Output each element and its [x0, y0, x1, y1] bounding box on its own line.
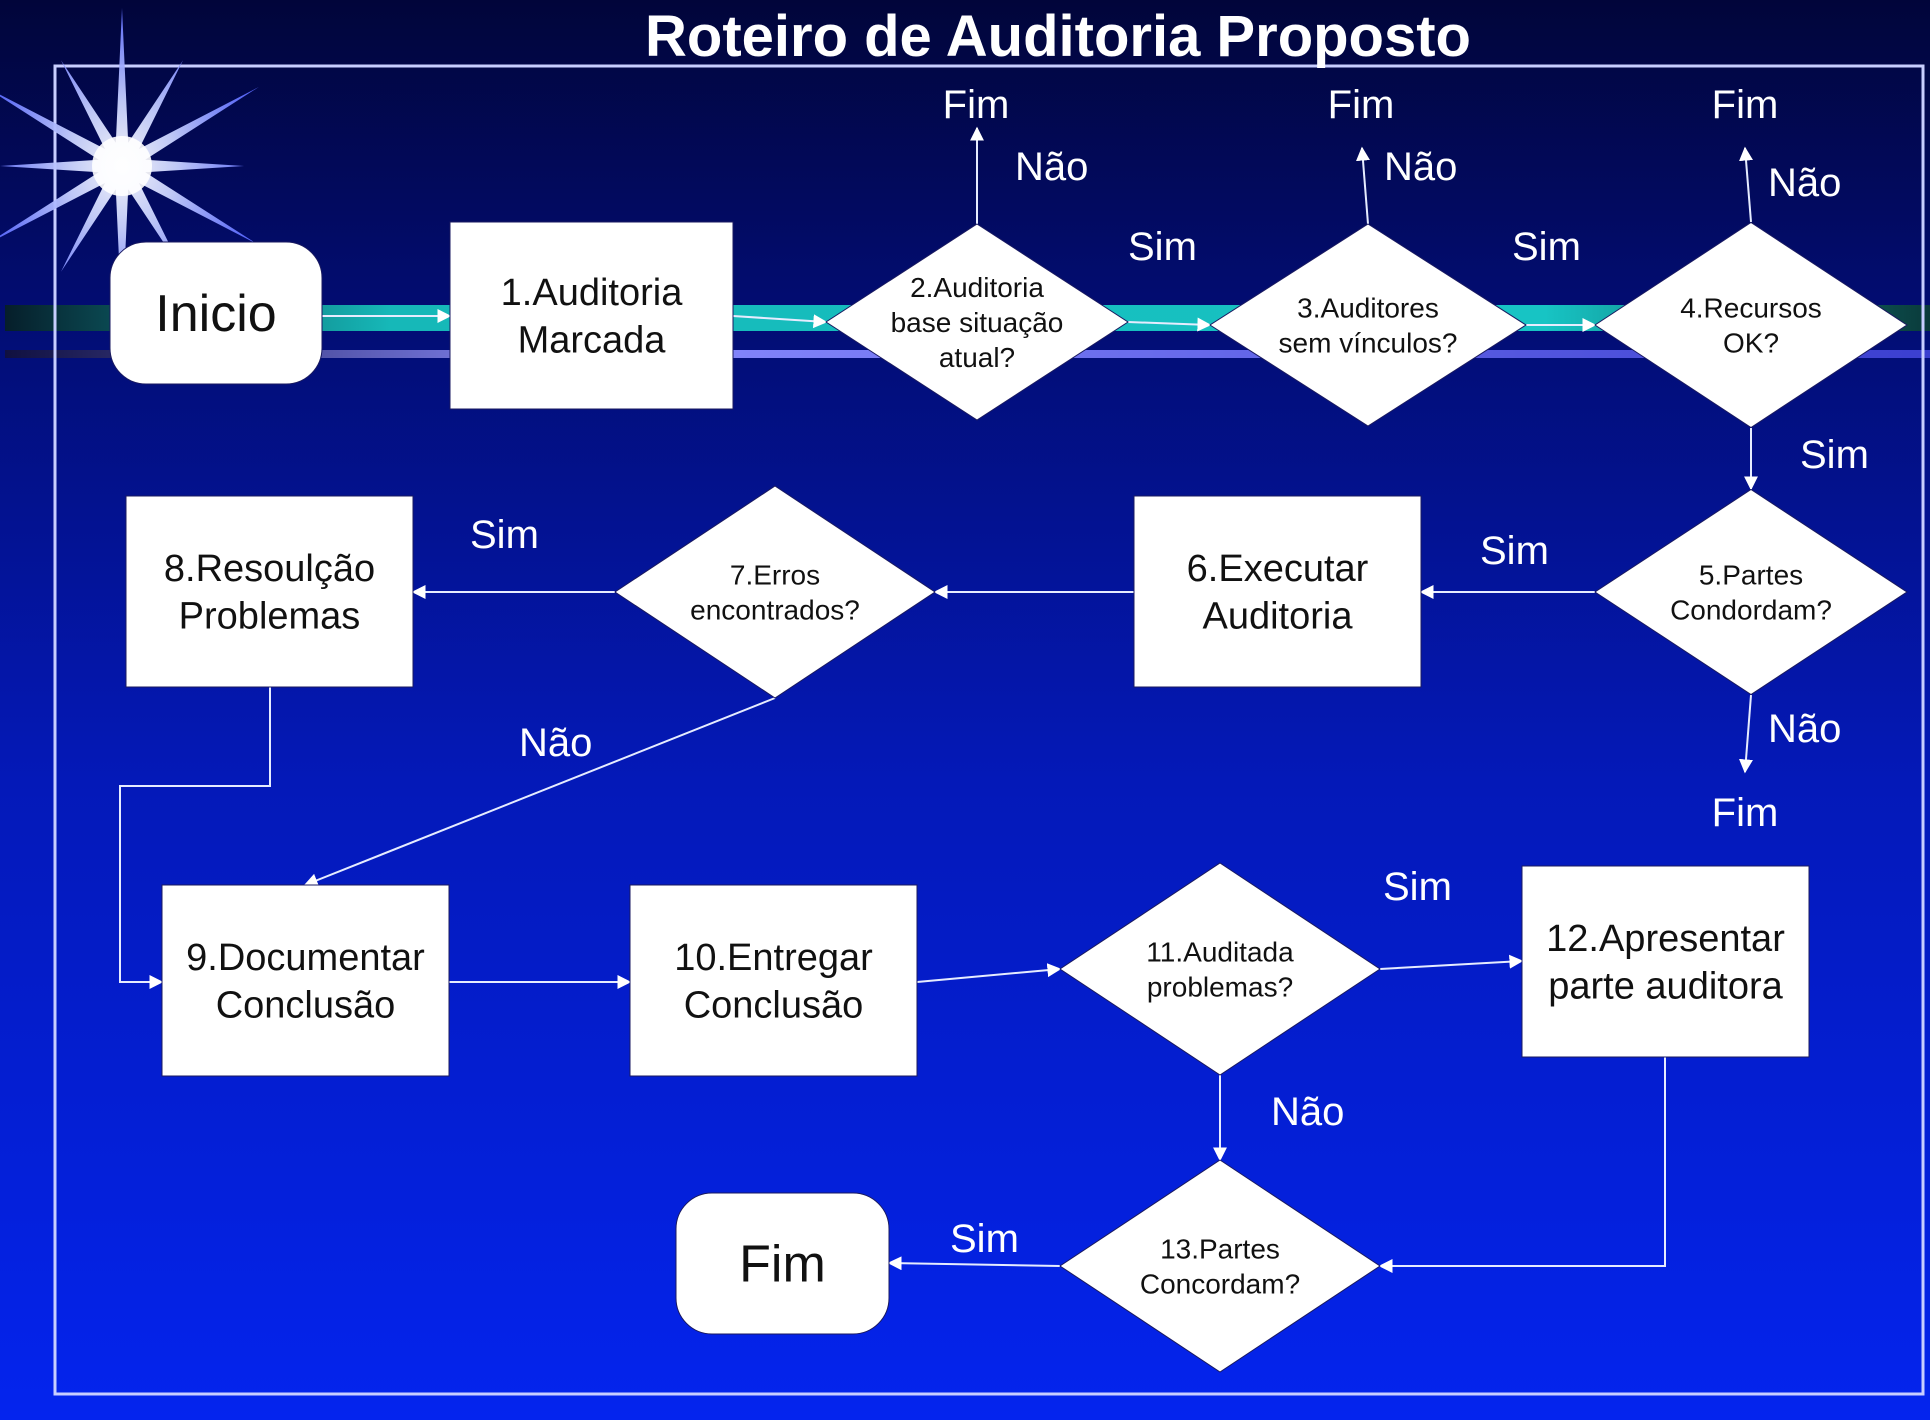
label-fim-3: Fim	[1328, 83, 1395, 127]
node-n4-line-1: OK?	[1723, 327, 1779, 358]
terminal-shape	[675, 1192, 890, 1335]
node-n13-line-0: 13.Partes	[1160, 1233, 1280, 1264]
label-fim-4: Fim	[1712, 83, 1779, 127]
label-nao-7: Não	[519, 721, 592, 765]
node-n7: 7.Erros encontrados?	[614, 485, 936, 699]
connector-n13-fim	[887, 1256, 1061, 1271]
label-fim-5: Fim	[1712, 791, 1779, 835]
connector-n4-fim	[1739, 146, 1753, 223]
process-box	[125, 495, 414, 688]
node-n11-line-1: problemas?	[1147, 971, 1293, 1002]
node-n8-line-0: 8.Resoulção	[164, 548, 375, 590]
node-n3: 3.Auditores sem vínculos?	[1209, 223, 1527, 427]
node-fim-line-0: Fim	[739, 1236, 826, 1294]
decision-diamond	[1594, 221, 1908, 429]
node-n6-line-1: Auditoria	[1203, 596, 1354, 638]
decision-diamond	[1209, 223, 1527, 427]
node-n6-line-0: 6.Executar	[1187, 548, 1369, 590]
decision-diamond	[1594, 488, 1908, 696]
connector-n8-n9	[119, 687, 271, 989]
diagram-title: Roteiro de Auditoria Proposto	[645, 4, 1471, 69]
label-sim-7: Sim	[470, 513, 539, 557]
connector-n3-fim	[1356, 146, 1370, 225]
node-n2: 2.Auditoria base situação atual?	[825, 223, 1129, 421]
process-box	[449, 221, 734, 410]
node-n5-line-1: Condordam?	[1670, 594, 1832, 625]
node-n10-line-0: 10.Entregar	[674, 937, 873, 979]
connector-n10-n11	[916, 963, 1062, 983]
star-icon	[0, 8, 259, 324]
node-n4-line-0: 4.Recursos	[1680, 292, 1822, 323]
label-sim-11: Sim	[1383, 865, 1452, 909]
node-n1-line-0: 1.Auditoria	[501, 272, 684, 314]
node-n10-line-1: Conclusão	[684, 985, 864, 1027]
label-nao-11: Não	[1271, 1090, 1344, 1134]
label-nao-3: Não	[1384, 145, 1457, 189]
decision-diamond	[614, 485, 936, 699]
node-n12-line-1: parte auditora	[1548, 966, 1783, 1008]
label-nao-4: Não	[1768, 161, 1841, 205]
node-n7-line-0: 7.Erros	[730, 559, 820, 590]
slide-frame	[53, 64, 1925, 1396]
node-n3-line-0: 3.Auditores	[1297, 292, 1439, 323]
node-n3-line-1: sem vínculos?	[1279, 327, 1458, 358]
node-n2-line-1: base situação	[891, 307, 1064, 338]
label-fim-2: Fim	[943, 83, 1010, 127]
label-nao-2: Não	[1015, 145, 1088, 189]
label-sim-3: Sim	[1512, 225, 1581, 269]
node-inicio: Inicio	[109, 241, 323, 385]
label-sim-5: Sim	[1480, 529, 1549, 573]
decision-diamond	[825, 223, 1129, 421]
connector-n7-n9	[303, 697, 776, 887]
connector-n2-n3	[1127, 317, 1212, 332]
terminal-shape	[109, 241, 323, 385]
label-sim-4: Sim	[1800, 433, 1869, 477]
connector-n11-n12	[1379, 954, 1524, 970]
process-box	[1521, 865, 1810, 1058]
connector-n5-fim	[1739, 694, 1753, 774]
process-box	[161, 884, 450, 1077]
node-n2-line-2: atual?	[939, 342, 1015, 373]
node-n5-line-0: 5.Partes	[1699, 559, 1803, 590]
process-box	[629, 884, 918, 1077]
node-n1-line-1: Marcada	[518, 320, 667, 362]
node-n7-line-1: encontrados?	[690, 594, 860, 625]
decision-diamond	[1059, 1159, 1381, 1373]
node-inicio-line-0: Inicio	[155, 285, 276, 343]
decision-diamond	[1059, 862, 1381, 1076]
node-n9-line-0: 9.Documentar	[186, 937, 425, 979]
label-nao-5: Não	[1768, 707, 1841, 751]
label-sim-13: Sim	[950, 1217, 1019, 1261]
node-n13-line-1: Concordam?	[1140, 1268, 1300, 1299]
connectors	[119, 126, 1758, 1273]
node-n12: 12.Apresentar parte auditora	[1521, 865, 1810, 1058]
node-n11-line-0: 11.Auditada	[1146, 936, 1294, 967]
label-sim-2: Sim	[1128, 225, 1197, 269]
node-n8-line-1: Problemas	[179, 596, 361, 638]
node-n11: 11.Auditada problemas?	[1059, 862, 1381, 1076]
node-fim: Fim	[675, 1192, 890, 1335]
connector-n1-n2	[732, 314, 828, 329]
node-n12-line-0: 12.Apresentar	[1546, 918, 1785, 960]
node-n9-line-1: Conclusão	[216, 985, 396, 1027]
connector-n12-n13	[1378, 1057, 1666, 1273]
process-box	[1133, 495, 1422, 688]
node-n2-line-0: 2.Auditoria	[910, 272, 1044, 303]
